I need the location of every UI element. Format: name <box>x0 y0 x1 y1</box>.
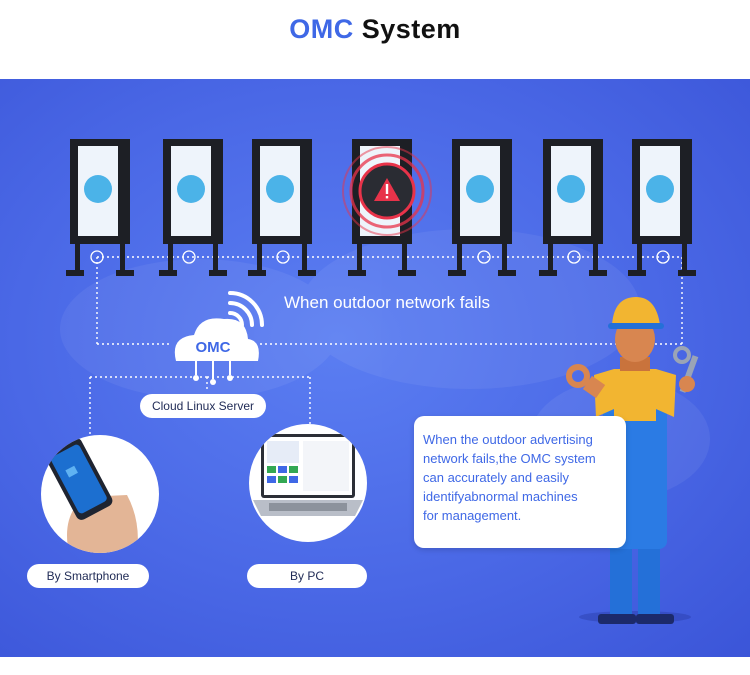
title-accent: OMC <box>289 14 354 44</box>
title-rest: System <box>361 14 461 44</box>
smartphone-illustration <box>45 438 138 553</box>
laptop-illustration <box>253 434 363 516</box>
pc-label: By PC <box>247 564 367 588</box>
kiosk-2 <box>159 139 227 276</box>
cloud-server-icon: OMC <box>174 318 259 385</box>
diagram-panel: OMC <box>0 79 750 657</box>
failure-label: When outdoor network fails <box>284 293 490 312</box>
kiosk-3 <box>248 139 316 276</box>
callout-line: identifyabnormal machines <box>423 489 578 504</box>
server-label: Cloud Linux Server <box>140 394 266 418</box>
callout-line: for management. <box>423 508 522 523</box>
callout-line: When the outdoor advertising <box>423 432 593 447</box>
page-title: OMC System <box>0 14 750 45</box>
cloud-label: OMC <box>196 339 231 356</box>
pc-circle <box>249 424 367 542</box>
wifi-icon <box>227 291 264 327</box>
callout-text: When the outdoor advertising network fai… <box>414 416 626 525</box>
kiosk-1 <box>66 139 134 276</box>
kiosk-6 <box>539 139 607 276</box>
info-callout: When the outdoor advertising network fai… <box>414 416 626 548</box>
smartphone-circle <box>41 435 159 553</box>
callout-line: network fails,the OMC system <box>423 451 596 466</box>
network-lines <box>89 256 683 454</box>
kiosk-7 <box>628 139 696 276</box>
connection-nodes <box>90 250 670 264</box>
callout-line: can accurately and easily <box>423 470 569 485</box>
kiosk-5 <box>448 139 516 276</box>
alarm-indicator <box>342 146 432 236</box>
warning-icon <box>374 178 400 201</box>
smartphone-label: By Smartphone <box>27 564 149 588</box>
